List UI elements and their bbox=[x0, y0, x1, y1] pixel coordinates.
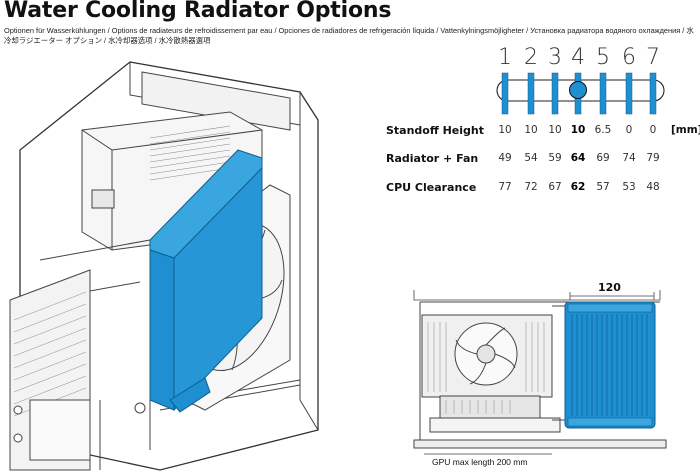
table-cell: 79 bbox=[646, 152, 660, 164]
table-cell: 10 bbox=[570, 124, 586, 136]
table-cell: 10 bbox=[548, 124, 562, 136]
position-marker-2 bbox=[527, 72, 535, 115]
gpu-max-length-label: GPU max length 200 mm bbox=[432, 457, 528, 467]
table-cell: 64 bbox=[570, 152, 586, 164]
position-marker-5 bbox=[599, 72, 607, 115]
table-cell: 59 bbox=[548, 152, 562, 164]
position-number-1: 1 bbox=[498, 45, 512, 70]
table-cell: 72 bbox=[524, 181, 538, 193]
row-label-radiator-fan: Radiator + Fan bbox=[386, 152, 479, 165]
unit-label: [mm] bbox=[671, 124, 700, 136]
position-number-3: 3 bbox=[548, 45, 562, 70]
position-marker-3 bbox=[551, 72, 559, 115]
table-cell: 0 bbox=[625, 124, 633, 136]
row-label-cpu-clearance: CPU Clearance bbox=[386, 181, 477, 194]
table-cell: 74 bbox=[622, 152, 636, 164]
multilingual-subtitle: Optionen für Wasserkühlungen / Options d… bbox=[4, 26, 694, 45]
radiator-size-label: 120 bbox=[598, 281, 621, 294]
radiator-isometric bbox=[149, 149, 263, 413]
position-number-6: 6 bbox=[622, 45, 636, 70]
table-cell: 69 bbox=[596, 152, 610, 164]
table-cell: 49 bbox=[498, 152, 512, 164]
table-cell: 10 bbox=[524, 124, 538, 136]
table-cell: 67 bbox=[548, 181, 562, 193]
position-number-5: 5 bbox=[596, 45, 610, 70]
selected-position-knob bbox=[569, 81, 587, 99]
table-cell: 77 bbox=[498, 181, 512, 193]
table-cell: 6.5 bbox=[594, 124, 612, 136]
position-marker-7 bbox=[649, 72, 657, 115]
table-cell: 0 bbox=[649, 124, 657, 136]
position-number-7: 7 bbox=[646, 45, 660, 70]
page-title: Water Cooling Radiator Options bbox=[4, 0, 392, 23]
position-marker-6 bbox=[625, 72, 633, 115]
position-number-2: 2 bbox=[524, 45, 538, 70]
table-cell: 57 bbox=[596, 181, 610, 193]
table-cell: 54 bbox=[524, 152, 538, 164]
radiator-side-view bbox=[564, 301, 656, 429]
table-cell: 62 bbox=[570, 181, 586, 193]
row-label-standoff-height: Standoff Height bbox=[386, 124, 485, 137]
position-number-4: 4 bbox=[571, 45, 585, 70]
table-cell: 48 bbox=[646, 181, 660, 193]
position-marker-1 bbox=[501, 72, 509, 115]
table-cell: 53 bbox=[622, 181, 636, 193]
table-cell: 10 bbox=[498, 124, 512, 136]
